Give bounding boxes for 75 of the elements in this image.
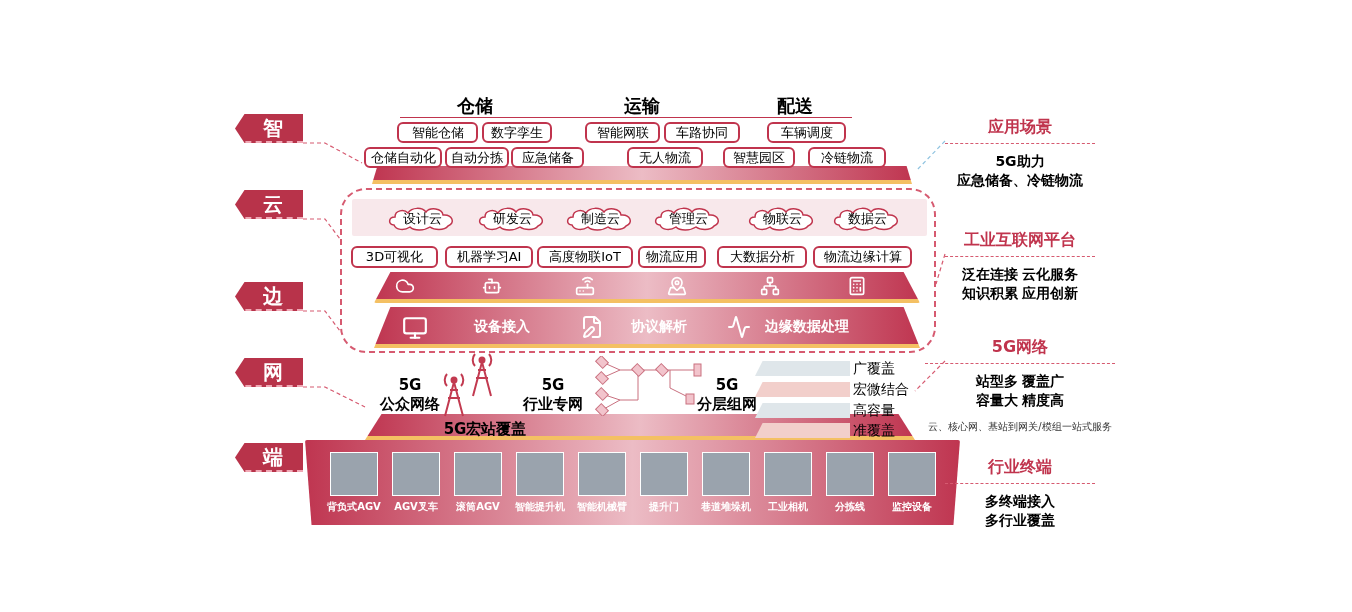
photo-caption: 智能提升机 [514,500,566,514]
section-heading: 行业终端 [945,455,1095,484]
leader-line [914,360,946,392]
category-heading: 仓储 [456,94,494,118]
description-text: 5G助力 [995,152,1045,171]
section-heading: 工业互联网平台 [945,228,1095,257]
leader-line [302,142,363,164]
cloud-label: 管理云 [668,209,708,228]
coverage-label: 广覆盖 [853,359,895,378]
leader-line [935,253,946,285]
category-heading: 配送 [776,94,814,118]
keyword-pill: 机器学习AI [445,246,533,268]
coverage-label: 高容量 [853,401,895,420]
keyword-pill: 3D可视化 [351,246,438,268]
band-label: 边缘数据处理 [764,318,850,336]
band-label: 设备接入 [472,318,531,336]
network-label: 5G 公众网络 [378,376,441,414]
photo-caption: 监控设备 [891,500,933,514]
terminal-band [305,440,960,525]
cloud-label: 数据云 [847,209,887,228]
dashed-container [340,188,936,353]
keyword-pill: 仓储自动化 [364,147,442,168]
cloud-label: 设计云 [402,209,442,228]
coverage-label: 宏微结合 [853,380,909,399]
cloud-label: 研发云 [492,209,532,228]
description-text: 容量大 精度高 [975,391,1065,411]
keyword-pill: 应急储备 [511,147,584,168]
keyword-pill: 物流应用 [638,246,706,268]
section-heading: 应用场景 [945,115,1095,144]
description-text: 站型多 覆盖广 [975,372,1065,391]
description-text: 多终端接入 [985,492,1055,511]
cloud-label: 制造云 [580,209,620,228]
keyword-pill: 智慧园区 [723,147,795,168]
photo-caption: 巷道堆垛机 [700,500,752,514]
keyword-pill: 高度物联IoT [537,246,633,268]
section-heading: 5G网络 [925,335,1115,364]
photo-caption: 提升门 [648,500,680,514]
keyword-pill: 大数据分析 [717,246,807,268]
cloud-band [352,199,927,236]
leader-line [915,140,946,172]
description-text: 应急储备、冷链物流 [957,171,1083,191]
keyword-pill: 无人物流 [627,147,703,168]
photo-caption: 滚筒AGV [455,500,501,514]
description-text: 知识积累 应用创新 [961,284,1079,304]
description-text: 云、核心网、基站到网关/模组一站式服务 [928,419,1112,434]
section-tag: 边 [235,282,303,311]
keyword-pill: 车路协同 [664,122,740,143]
network-label: 5G宏站覆盖 [442,419,528,440]
photo-caption: AGV叉车 [393,500,439,514]
description-text: 多行业覆盖 [985,511,1055,531]
section-tag: 端 [235,443,303,472]
photo-caption: 智能机械臂 [576,500,628,514]
network-label: 5G 行业专网 [522,376,584,414]
category-heading: 运输 [623,94,661,118]
photo-caption: 工业相机 [767,500,809,514]
description-text: 泛在连接 云化服务 [961,265,1079,284]
section-tag: 网 [235,358,303,387]
keyword-pill: 智能仓储 [397,122,478,143]
keyword-pill: 数字孪生 [482,122,552,143]
section-tag: 云 [235,190,303,219]
leader-line [302,218,341,240]
keyword-pill: 冷链物流 [808,147,886,168]
network-label: 5G 分层组网 [696,376,758,414]
leader-line [302,386,366,408]
keyword-pill: 自动分拣 [445,147,509,168]
band-label: 协议解析 [630,318,688,336]
keyword-pill: 车辆调度 [767,122,846,143]
coverage-label: 准覆盖 [853,421,895,440]
keyword-pill: 智能网联 [585,122,660,143]
cloud-label: 物联云 [762,209,802,228]
keyword-pill: 物流边缘计算 [813,246,912,268]
section-tag: 智 [235,114,303,143]
photo-caption: 分拣线 [834,500,866,514]
photo-caption: 背负式AGV [326,500,382,514]
leader-line [302,310,341,332]
